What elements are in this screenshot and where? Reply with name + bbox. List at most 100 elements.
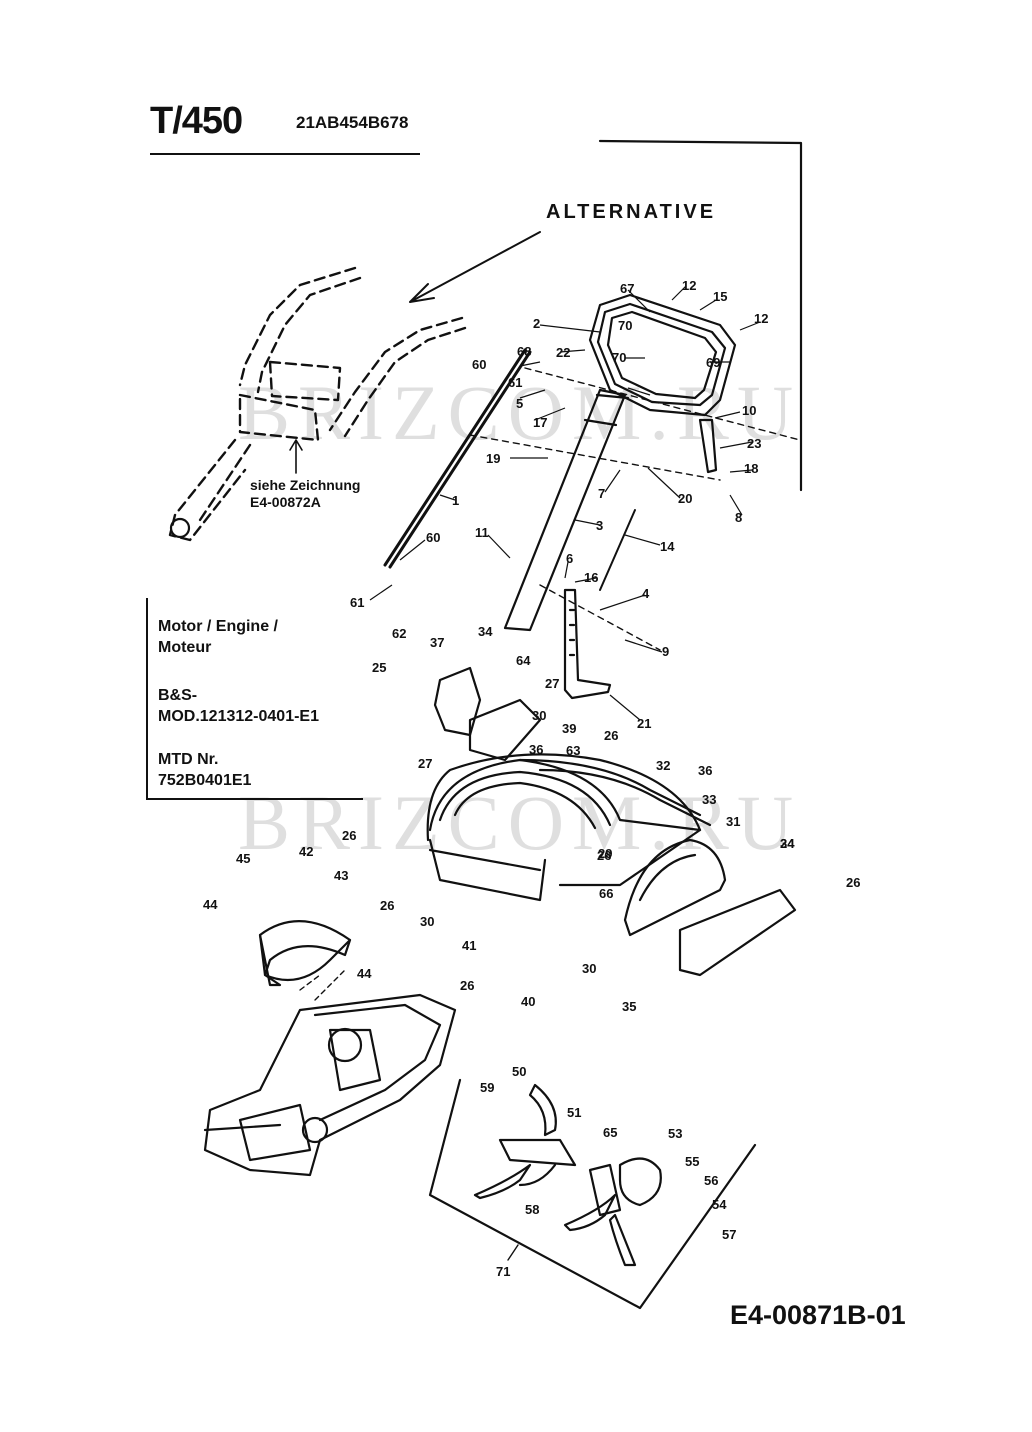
label-71: 71 <box>496 1264 510 1279</box>
label-18: 18 <box>744 461 758 476</box>
reference-arrow <box>289 439 303 474</box>
label-70b: 70 <box>612 350 626 365</box>
engine-line-6: 752B0401E1 <box>158 772 252 789</box>
label-4: 4 <box>642 586 650 601</box>
label-14: 14 <box>660 539 675 554</box>
tines-right <box>563 1157 662 1267</box>
label-51: 51 <box>567 1105 581 1120</box>
label-70a: 70 <box>618 318 632 333</box>
label-61b: 61 <box>350 595 364 610</box>
gearbox-hub <box>327 1027 363 1063</box>
label-23: 23 <box>747 436 761 451</box>
model-code: 21AB454B678 <box>296 113 409 132</box>
label-65: 65 <box>603 1125 617 1140</box>
engine-line-5: MTD Nr. <box>158 751 219 768</box>
model-title: T/450 <box>150 100 243 142</box>
label-26d: 26 <box>460 978 474 993</box>
label-39: 39 <box>562 721 576 736</box>
label-64: 64 <box>516 653 531 668</box>
label-42: 42 <box>299 844 313 859</box>
label-60a: 60 <box>472 357 486 372</box>
label-57: 57 <box>722 1227 736 1242</box>
label-24: 24 <box>780 836 795 851</box>
reference-note-line2: E4-00872A <box>250 494 321 510</box>
label-71-leader <box>507 1244 519 1261</box>
label-35: 35 <box>622 999 636 1014</box>
label-34a: 34 <box>478 624 493 639</box>
label-36b: 36 <box>698 763 712 778</box>
label-22: 22 <box>556 345 570 360</box>
label-26e: 26 <box>846 875 860 890</box>
label-50: 50 <box>512 1064 526 1079</box>
label-59: 59 <box>480 1080 494 1095</box>
gearbox-dash <box>299 969 346 1001</box>
label-16: 16 <box>584 570 598 585</box>
guard-43-body <box>258 933 352 982</box>
handle-bar-inner <box>596 302 727 407</box>
label-33: 33 <box>702 792 716 807</box>
label-25: 25 <box>372 660 386 675</box>
label-12a: 12 <box>682 278 696 293</box>
engine-line-2: Moteur <box>158 639 212 656</box>
tine-assembly-bracket <box>428 1078 757 1310</box>
label-20: 20 <box>678 491 692 506</box>
label-44b: 44 <box>357 966 372 981</box>
label-37: 37 <box>430 635 444 650</box>
label-8: 8 <box>735 510 742 525</box>
guard-43 <box>258 920 352 987</box>
gearbox-body <box>203 993 457 1177</box>
engine-info-box: Motor / Engine / Moteur B&S- MOD.121312-… <box>146 598 363 800</box>
label-9: 9 <box>662 644 669 659</box>
alternative-handle-drawing <box>168 266 467 542</box>
handle-column <box>503 388 627 632</box>
label-12b: 12 <box>754 311 768 326</box>
alternative-arrow <box>409 231 541 303</box>
label-11: 11 <box>475 525 489 540</box>
label-67: 67 <box>620 281 634 296</box>
control-rod <box>383 348 532 569</box>
label-26a: 26 <box>604 728 618 743</box>
label-17: 17 <box>533 415 547 430</box>
label-6: 6 <box>566 551 573 566</box>
handle-bar-third <box>606 310 718 400</box>
label-30b: 30 <box>420 914 434 929</box>
label-69: 69 <box>706 355 720 370</box>
label-43: 43 <box>334 868 348 883</box>
dash-line-mid <box>469 434 721 481</box>
label-29: 29 <box>598 846 612 861</box>
engine-line-4: MOD.121312-0401-E1 <box>158 708 319 725</box>
label-34b: 34 <box>780 836 795 851</box>
label-7: 7 <box>598 486 605 501</box>
gearbox-shaft <box>301 1116 329 1144</box>
label-66: 66 <box>599 886 613 901</box>
label-31: 31 <box>726 814 740 829</box>
dash-line-bracket <box>539 584 661 651</box>
shield-cover-arc <box>638 853 697 902</box>
label-5: 5 <box>516 396 523 411</box>
engine-line-3: B&S- <box>158 687 198 704</box>
label-41: 41 <box>462 938 476 953</box>
label-56: 56 <box>704 1173 718 1188</box>
handle-column-top <box>583 393 630 427</box>
label-19: 19 <box>486 451 500 466</box>
label-53: 53 <box>668 1126 682 1141</box>
side-plate-35 <box>678 888 797 977</box>
tine-housing <box>426 753 712 902</box>
label-32: 32 <box>656 758 670 773</box>
watermark-top: BRIZCOM.RU <box>238 369 802 456</box>
label-15: 15 <box>713 289 727 304</box>
engine-line-1: Motor / Engine / <box>158 618 278 635</box>
bracket-holes <box>568 608 576 657</box>
label-30a: 30 <box>532 708 546 723</box>
label-68: 68 <box>517 344 531 359</box>
label-27b: 27 <box>418 756 432 771</box>
handle-bar <box>588 293 737 417</box>
label-2: 2 <box>533 316 540 331</box>
watermark-bottom: BRIZCOM.RU <box>238 779 802 866</box>
frame-line-top <box>598 139 803 492</box>
engine-mount-right <box>468 698 542 762</box>
label-30c: 30 <box>582 961 596 976</box>
label-62: 62 <box>392 626 406 641</box>
label-55: 55 <box>685 1154 699 1169</box>
label-61a: 61 <box>508 375 522 390</box>
